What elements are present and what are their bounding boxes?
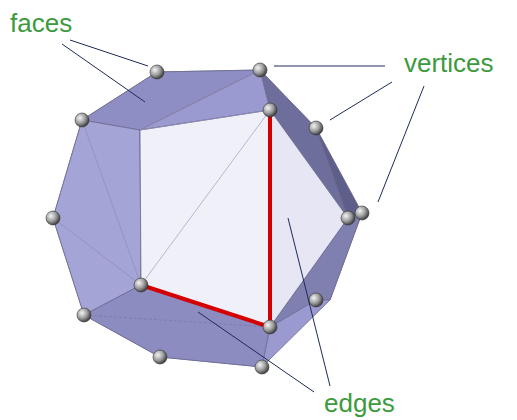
red-edges — [141, 110, 270, 327]
leader-lines — [62, 40, 424, 392]
term-label: vertices — [404, 50, 494, 76]
polyhedron — [53, 70, 362, 367]
vertex-balls — [46, 63, 369, 374]
term-label: faces — [10, 10, 72, 36]
term-label: edges — [324, 390, 395, 416]
